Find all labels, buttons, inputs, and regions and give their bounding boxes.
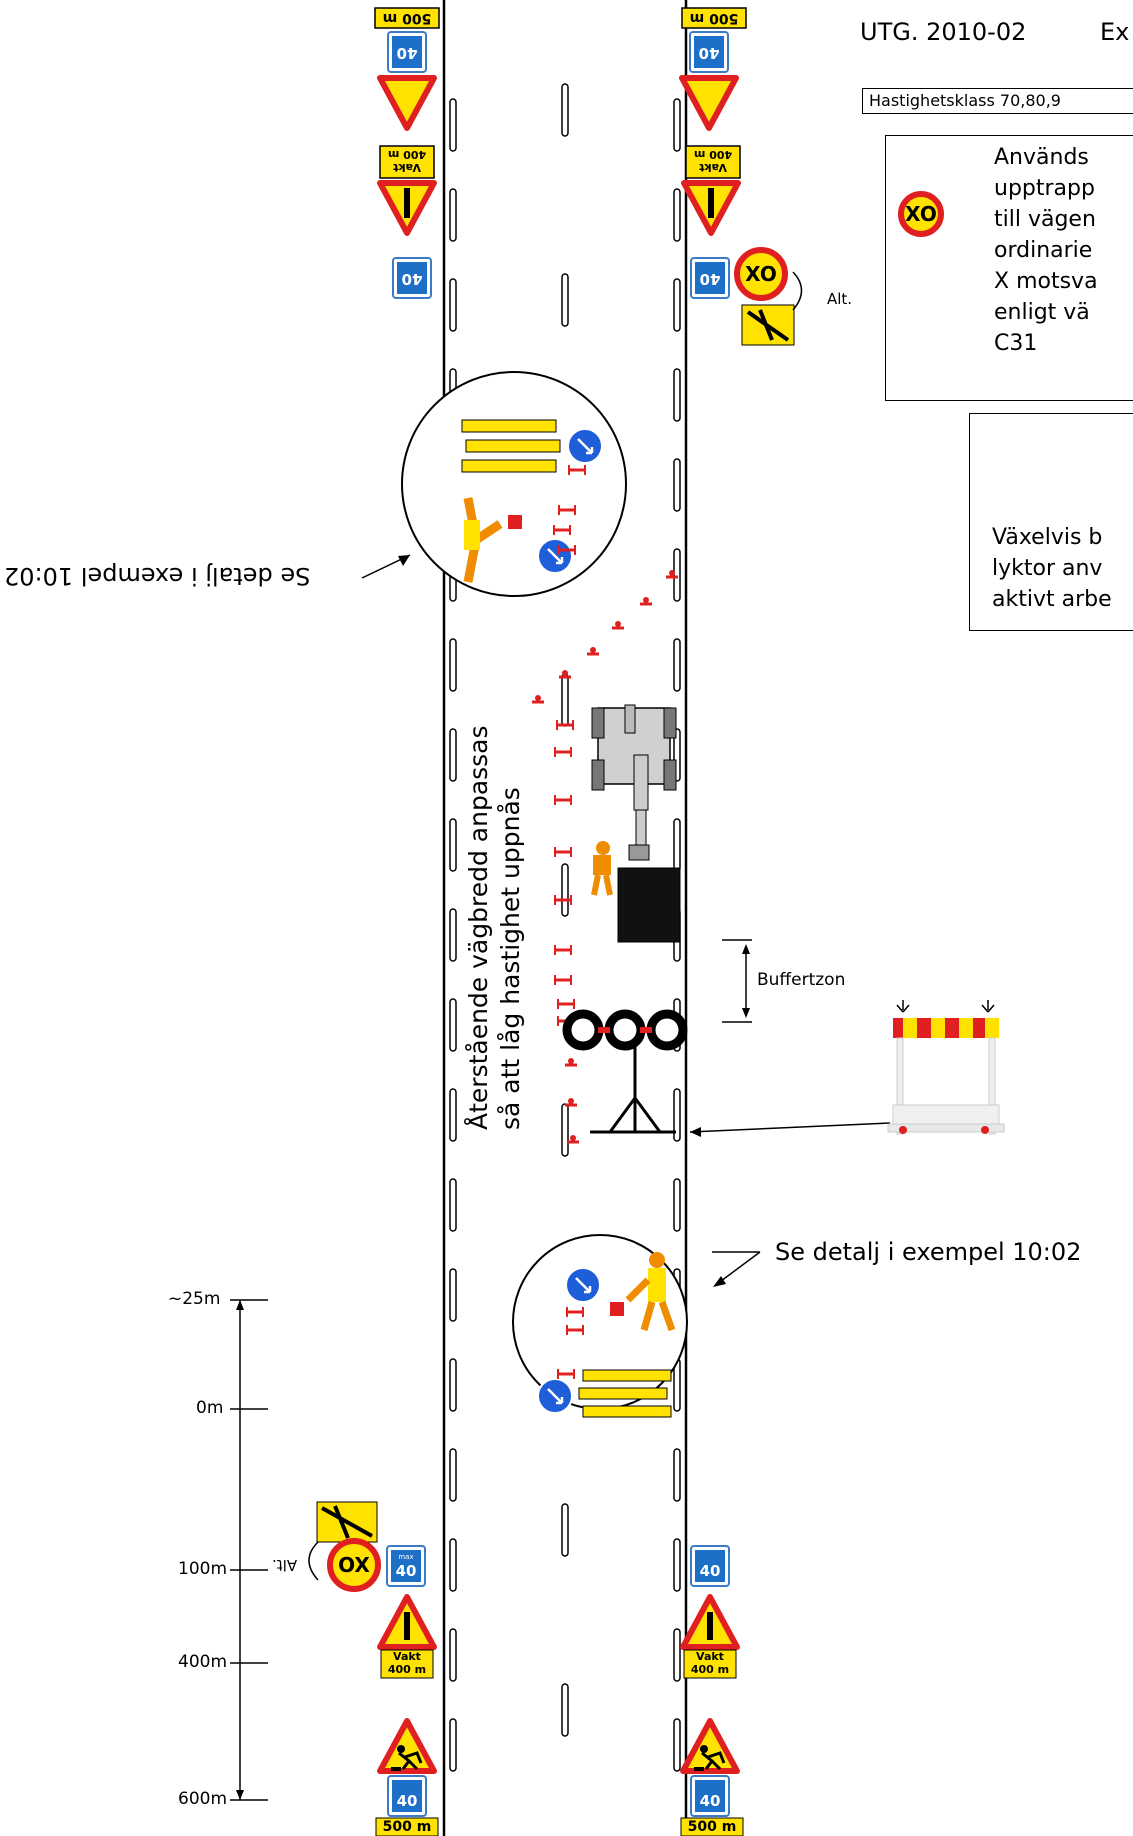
dist-500-bottom-left: 500 m xyxy=(382,1819,432,1835)
xo-sign-top xyxy=(734,247,788,301)
vakt-distance: 400 m xyxy=(693,148,733,161)
road-width-note: Återstående vägbredd anpassas så att låg… xyxy=(463,725,527,1130)
alt-label-bottom: Alt. xyxy=(272,1556,298,1574)
barricade-illustration xyxy=(887,1000,1005,1135)
speed-40-top-right: 40 xyxy=(698,44,720,62)
xo-label-top: XO xyxy=(745,262,777,286)
vakt-sign-top-left: Vakt 400 m xyxy=(383,148,431,174)
scale-mark-400: 400m xyxy=(178,1652,228,1672)
ox-label-bottom: OX xyxy=(338,1553,370,1577)
scale-mark-0: 0m xyxy=(196,1398,224,1418)
barricade-pointer xyxy=(689,1122,891,1133)
vakt-sign-bottom-left: Vakt 400 m xyxy=(383,1650,431,1676)
xo-sign-icon: XO xyxy=(898,191,944,237)
detail-circle-bottom xyxy=(512,1234,688,1418)
info-line-4: ordinarie xyxy=(994,238,1093,263)
dist-500-bottom-right: 500 m xyxy=(687,1819,737,1835)
work-machine xyxy=(591,704,681,943)
vakt-word: Vakt xyxy=(393,161,421,174)
info-line-5: X motsva xyxy=(994,269,1098,294)
speed-40-top-left: 40 xyxy=(396,44,418,62)
bottom-left-sign-stack xyxy=(308,1501,439,1836)
vakt-word: Vakt xyxy=(393,1650,421,1663)
centre-line xyxy=(561,83,569,1737)
top-left-sign-stack xyxy=(374,7,440,299)
detail-ref-bottom: Se detalj i exempel 10:02 xyxy=(775,1238,1082,1266)
speed-class-box: Hastighetsklass 70,80,9 xyxy=(862,88,1133,114)
bottom-right-sign-stack xyxy=(681,1545,744,1836)
road-worker-middle xyxy=(591,841,613,896)
top-right-sign-stack xyxy=(682,7,803,346)
vakt-distance: 400 m xyxy=(387,148,427,161)
scale-mark-25: ~25m xyxy=(168,1289,221,1309)
speed-40-bottom-right: 40 xyxy=(699,1562,721,1580)
detail-circle-top xyxy=(401,371,627,597)
lamp-line-1: Växelvis b xyxy=(992,525,1103,550)
dist-500-top-right: 500 m xyxy=(689,10,739,26)
vakt-word: Vakt xyxy=(696,1650,724,1663)
ox-sign-bottom xyxy=(327,1538,381,1592)
speed-max-label: max xyxy=(398,1553,414,1561)
dist-500-top-left: 500 m xyxy=(382,10,432,26)
speed-40-600-right: 40 xyxy=(699,1792,721,1810)
signal-lights xyxy=(562,1009,688,1134)
info-line-2: upptrapp xyxy=(994,176,1095,201)
road-width-line-1: Återstående vägbredd anpassas xyxy=(464,725,493,1130)
vakt-word: Vakt xyxy=(699,161,727,174)
cone-taper-top xyxy=(530,568,680,704)
vakt-sign-top-right: Vakt 400 m xyxy=(689,148,737,174)
info-line-1: Används xyxy=(994,145,1089,170)
road-width-line-2: så att låg hastighet uppnås xyxy=(496,787,525,1130)
detail-ref-top: Se detalj i exempel 10:02 xyxy=(4,562,311,590)
speed-40-bottom-left: 40 xyxy=(395,1562,417,1580)
scale-mark-600: 600m xyxy=(178,1789,228,1809)
lamp-line-2: lyktor anv xyxy=(992,556,1103,581)
speed-40-mid-right: 40 xyxy=(699,270,721,288)
example-label: Ex xyxy=(1100,18,1130,46)
info-box-xo: XO Används upptrapp till vägen ordinarie… xyxy=(885,135,1133,401)
distance-scale xyxy=(230,1299,268,1801)
edition-label: UTG. 2010-02 xyxy=(860,18,1027,46)
buffer-zone-label: Buffertzon xyxy=(757,970,846,990)
info-line-3: till vägen xyxy=(994,207,1096,232)
vakt-distance: 400 m xyxy=(690,1663,730,1676)
speed-class-text: Hastighetsklass 70,80,9 xyxy=(869,91,1061,110)
alt-label-top: Alt. xyxy=(827,290,853,308)
distance-plate-500-top-left xyxy=(374,7,440,29)
info-box-lamps-text: Växelvis b lyktor anv aktivt arbe xyxy=(992,522,1112,615)
vakt-distance: 400 m xyxy=(387,1663,427,1676)
info-line-7: C31 xyxy=(994,331,1038,356)
info-line-6: enligt vä xyxy=(994,300,1090,325)
lamp-line-3: aktivt arbe xyxy=(992,587,1112,612)
speed-40-600-left: 40 xyxy=(396,1792,418,1810)
speed-40-mid-left: 40 xyxy=(401,270,423,288)
buffer-zone-indicator xyxy=(722,939,752,1023)
vakt-sign-bottom-right: Vakt 400 m xyxy=(686,1650,734,1676)
scale-mark-100: 100m xyxy=(178,1559,228,1579)
info-box-lamps: Växelvis b lyktor anv aktivt arbe xyxy=(969,413,1133,631)
info-box-xo-text: Används upptrapp till vägen ordinarie X … xyxy=(994,142,1098,359)
